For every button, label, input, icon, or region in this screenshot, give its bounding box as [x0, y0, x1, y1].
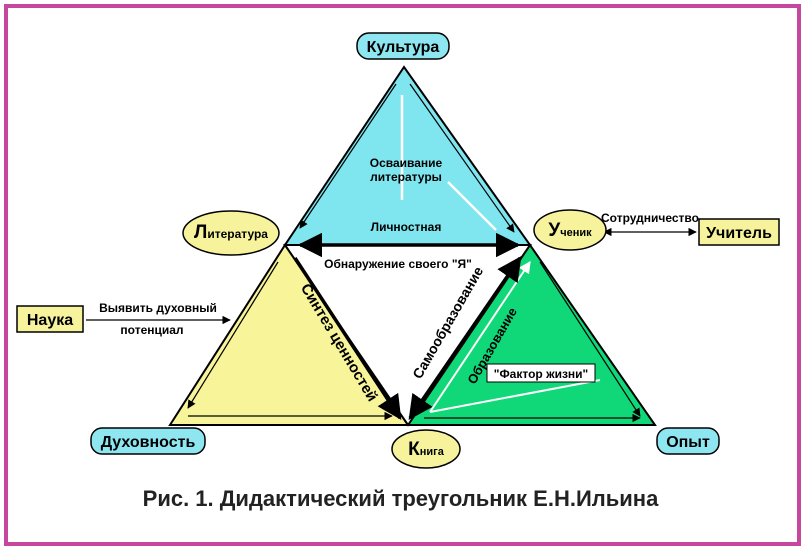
label-osvoenie-line1: Осваивание — [370, 156, 443, 170]
thick-arrow-samoobrazovanie — [408, 255, 522, 421]
arrow-uchenik-opyt — [539, 261, 641, 417]
node-uchenik — [533, 209, 607, 251]
node-uchenik-label: Ученик — [548, 220, 592, 241]
node-dukhovnost — [90, 427, 206, 455]
label-vyyavit-line1: Выявить духовный — [99, 301, 217, 315]
node-literatura-initial: Л — [194, 222, 207, 243]
label-faktor: "Фактор жизни" — [494, 367, 589, 381]
white-arrow-osvoenie-right — [447, 181, 497, 231]
node-uchitel-label: Учитель — [706, 225, 772, 242]
node-kniga-rest: нига — [420, 446, 445, 458]
arrow-kultura-literatura — [299, 83, 397, 229]
node-kultura — [356, 32, 450, 60]
node-opyt — [656, 427, 720, 455]
figure-caption: Рис. 1. Дидактический треугольник Е.Н.Ил… — [142, 486, 659, 511]
arrow-literatura-dukhovnost — [187, 261, 279, 409]
arrow-kultura-uchenik — [409, 83, 515, 233]
node-dukhovnost-label: Духовность — [101, 434, 196, 451]
label-vyyavit-line2: потенциал — [120, 323, 183, 337]
faktor-box — [486, 363, 596, 383]
node-literatura-label: Литература — [194, 222, 268, 243]
node-nauka-label: Наука — [27, 312, 73, 329]
node-kniga-label: Книга — [408, 439, 445, 460]
node-uchenik-initial: У — [548, 220, 560, 241]
label-obnaruzhenie: Обнаружение своего "Я" — [324, 257, 472, 271]
node-uchenik-rest: ченик — [560, 227, 592, 239]
node-kultura-label: Культура — [367, 39, 440, 56]
node-uchitel — [698, 218, 780, 246]
label-sotrudnichestvo: Сотрудничество — [601, 211, 699, 225]
node-opyt-label: Опыт — [666, 434, 710, 451]
node-nauka — [16, 305, 84, 333]
node-literatura-rest: итература — [207, 227, 268, 241]
image-frame — [4, 4, 801, 546]
node-kniga-initial: К — [408, 439, 420, 460]
label-osvoenie-line2: литературы — [370, 170, 442, 184]
thick-arrow-sintez — [293, 257, 402, 421]
label-lichnostnaya: Личностная — [371, 220, 442, 234]
node-kniga — [391, 429, 461, 469]
node-literatura — [182, 210, 280, 256]
